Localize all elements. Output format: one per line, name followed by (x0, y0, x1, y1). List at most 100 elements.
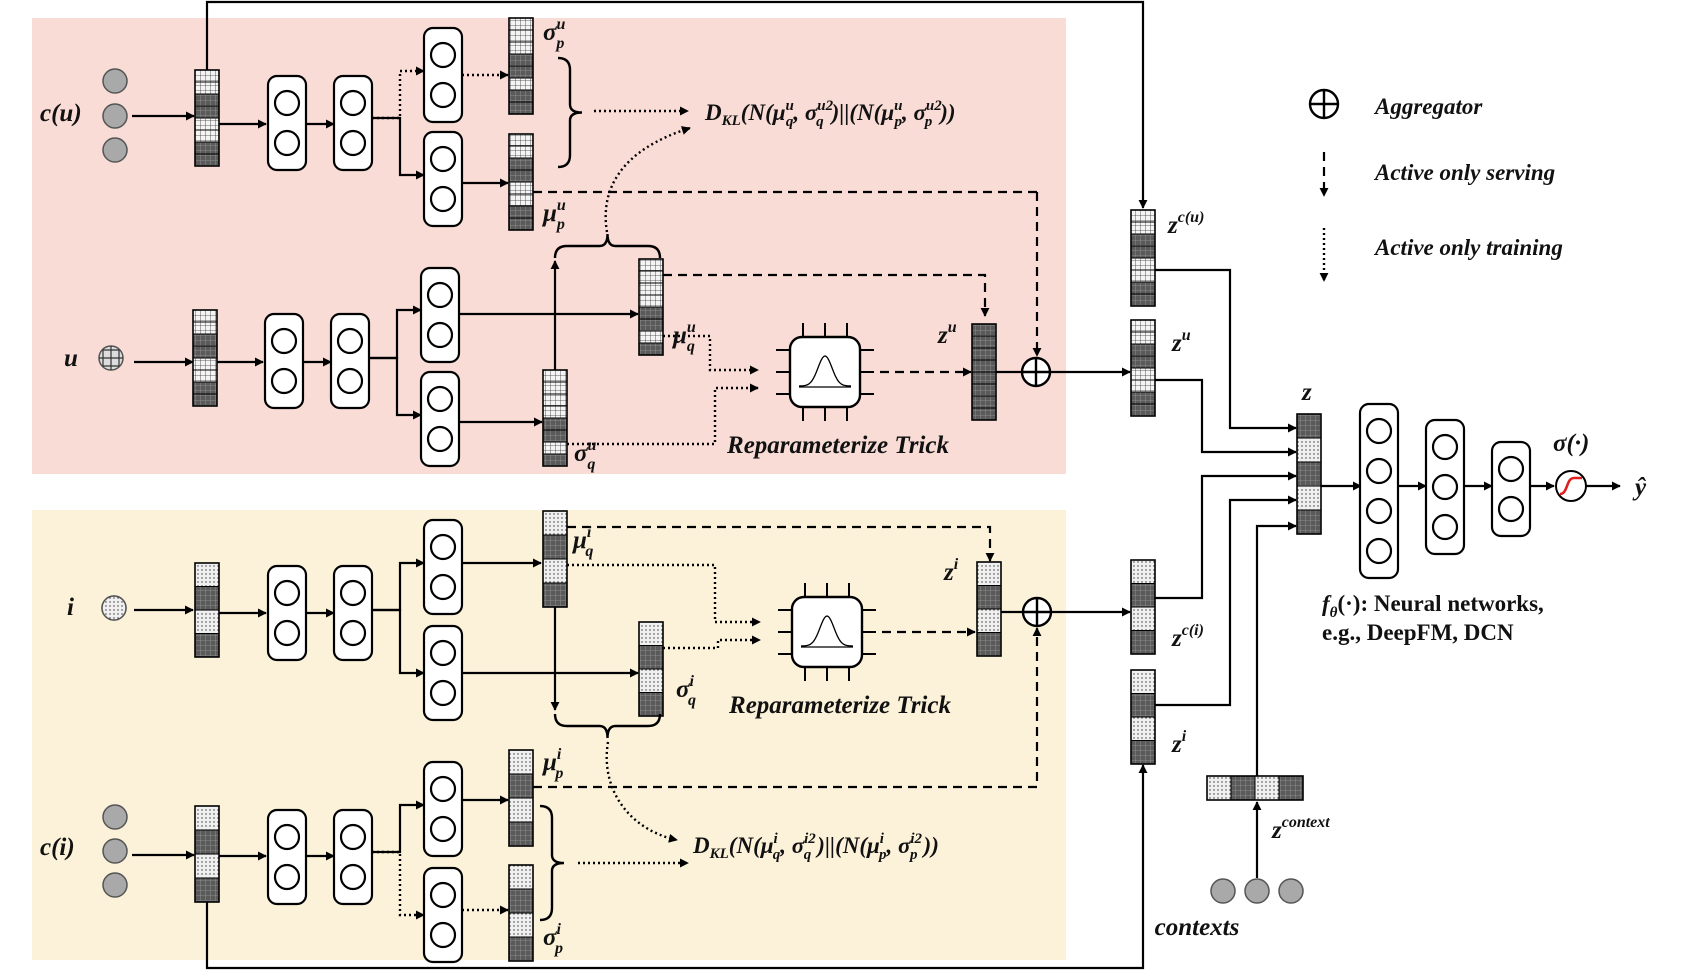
legend-aggregator-icon-cross (1310, 90, 1338, 118)
mu-q-u-embedding-cell (638, 306, 664, 320)
arrow (567, 563, 761, 627)
sigma-p-i-embedding (508, 864, 534, 962)
sigma-p-u-embedding-cell (508, 41, 534, 55)
cu-mu-layer-neuron (429, 145, 457, 173)
u-layer-1-neuron (270, 327, 298, 355)
context-u-node (102, 103, 128, 129)
sigma-q-u-embedding-cell (542, 393, 568, 407)
z-i-right-embedding-cell (1130, 669, 1156, 694)
z-cu-label: zc(u) (1167, 209, 1204, 239)
arrow (369, 356, 422, 420)
z-i-embedding (976, 561, 1002, 657)
z-cu-right-embedding-cell (1130, 293, 1156, 307)
mu-q-u-embedding-cell (638, 294, 664, 308)
context-i-node (102, 804, 128, 830)
mu-p-i-embedding-cell (508, 773, 534, 799)
u-mu-layer-neuron (426, 281, 454, 309)
sigma-q-u-embedding-cell (542, 381, 568, 395)
cu-embedding-cell (194, 69, 220, 83)
z-u-right-embedding-cell (1130, 319, 1156, 333)
final-layer-2-neuron (1431, 473, 1459, 501)
u-embedding-cell (192, 369, 218, 383)
network-desc-line2: e.g., DeepFM, DCN (1322, 620, 1514, 645)
final-layer-1-neuron (1365, 457, 1393, 485)
z-u-embedding-cell (971, 347, 997, 361)
sigma-p-u-embedding-cell (508, 65, 534, 79)
arrow (567, 383, 759, 446)
i-layer-1-neuron (273, 619, 301, 647)
mu-q-i-embedding-cell (542, 582, 568, 608)
mu-p-u-embedding-cell (508, 193, 534, 207)
z-u-right-embedding-cell (1130, 355, 1156, 369)
legend-serving-label: Active only serving (1373, 160, 1555, 185)
cu-embedding-cell (194, 93, 220, 107)
item-q-brace (553, 713, 662, 739)
u-sigma-layer-neuron (426, 425, 454, 453)
z-concat-embedding (1296, 413, 1322, 535)
input-i-label: i (67, 594, 74, 621)
context-u-node (102, 137, 128, 163)
cu-embedding-cell (194, 129, 220, 143)
sigma-q-u-embedding-cell (542, 441, 568, 455)
mu-q-u-embedding-cell (638, 270, 664, 284)
kl-item-curve (605, 741, 678, 843)
network-desc-line1: fθ(·): Neural networks, (1322, 591, 1544, 621)
z-u-embedding-cell (971, 407, 997, 421)
z-cu-right-embedding-cell (1130, 257, 1156, 271)
z-u-embedding-cell (971, 383, 997, 397)
z-concat-label: z (1301, 379, 1312, 406)
z-concat-embedding-cell (1296, 437, 1322, 463)
mu-p-u-embedding-cell (508, 169, 534, 183)
cu-embedding-cell (194, 153, 220, 167)
z-concat-embedding-cell (1296, 485, 1322, 511)
u-mu-layer-neuron (426, 321, 454, 349)
sigma-p-u-embedding-cell (508, 77, 534, 91)
context-i-node (102, 838, 128, 864)
ci-mu-layer-neuron (429, 815, 457, 843)
arrow (1155, 268, 1297, 433)
z-context-embedding (1206, 775, 1304, 801)
serving-mu-q-u-arrow (663, 273, 990, 317)
sigma-p-i-embedding-cell (508, 912, 534, 938)
final-layer-2-neuron (1431, 513, 1459, 541)
z-context-label: zcontext (1271, 814, 1330, 844)
cu-skip-connection (205, 0, 1148, 209)
mu-q-i-embedding-cell (542, 558, 568, 584)
arrow (1155, 495, 1297, 707)
ci-embedding-cell (194, 853, 220, 879)
z-context-embedding-cell (1254, 775, 1280, 801)
sigma-q-u-embedding-cell (542, 417, 568, 431)
z-u-right-embedding (1130, 319, 1156, 417)
mu-p-i-embedding-cell (508, 821, 534, 847)
reparam-chip-user-pins (776, 323, 874, 421)
sigma-p-i-embedding-cell (508, 888, 534, 914)
z-cu-right-embedding-cell (1130, 209, 1156, 223)
z-ci-right-embedding-cell (1130, 559, 1156, 584)
z-i-right-label: zi (1171, 728, 1187, 758)
z-u-embedding-cell (971, 395, 997, 409)
context-node (1244, 878, 1270, 904)
cu-branch-sigma-arrow (372, 66, 425, 120)
reparam-chip-user-pins (776, 323, 874, 421)
mu-p-u-embedding-cell (508, 133, 534, 147)
user-id-node-grid (99, 346, 123, 370)
cu-mu-layer-neuron (429, 185, 457, 213)
legend-training-label: Active only training (1373, 235, 1563, 260)
mu-p-i-embedding-cell (508, 749, 534, 775)
z-cu-right-embedding-cell (1130, 221, 1156, 235)
final-layer-1-neuron (1365, 537, 1393, 565)
ci-embedding-cell (194, 805, 220, 831)
z-cu-right-embedding (1130, 209, 1156, 307)
z-i-label: zi (943, 556, 959, 586)
mu-p-u-embedding-cell (508, 217, 534, 231)
sigma-p-u-embedding-cell (508, 17, 534, 31)
u-layer-1-neuron (270, 367, 298, 395)
z-concat-embedding-cell (1296, 413, 1322, 439)
